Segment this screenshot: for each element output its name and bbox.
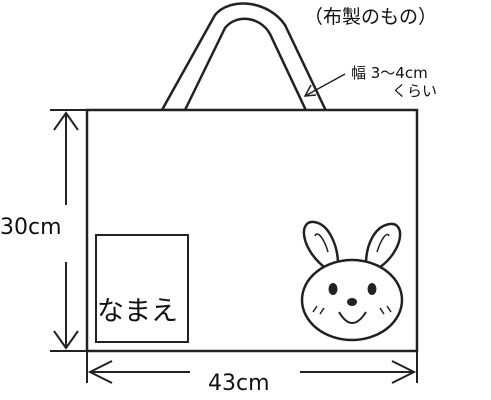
- width-arrow-left: [87, 360, 113, 384]
- width-label: 43cm: [208, 371, 270, 396]
- bag-handle: [160, 2, 340, 137]
- handle-note-pointer: [304, 73, 346, 97]
- width-arrow-right: [391, 360, 417, 384]
- handle-note-arrowhead: [303, 84, 317, 97]
- height-arrow-down: [53, 330, 79, 350]
- height-label: 30cm: [0, 215, 62, 240]
- bunny-face-icon: [300, 220, 404, 342]
- name-tag-box: [95, 234, 189, 343]
- page-title: （布製のもの）: [304, 6, 438, 28]
- handle-width-note: 幅 3～4cm: [351, 64, 428, 82]
- handle-width-note-approx: くらい: [392, 82, 438, 100]
- name-tag-text: なまえ: [97, 296, 178, 327]
- height-arrow-up: [53, 111, 79, 131]
